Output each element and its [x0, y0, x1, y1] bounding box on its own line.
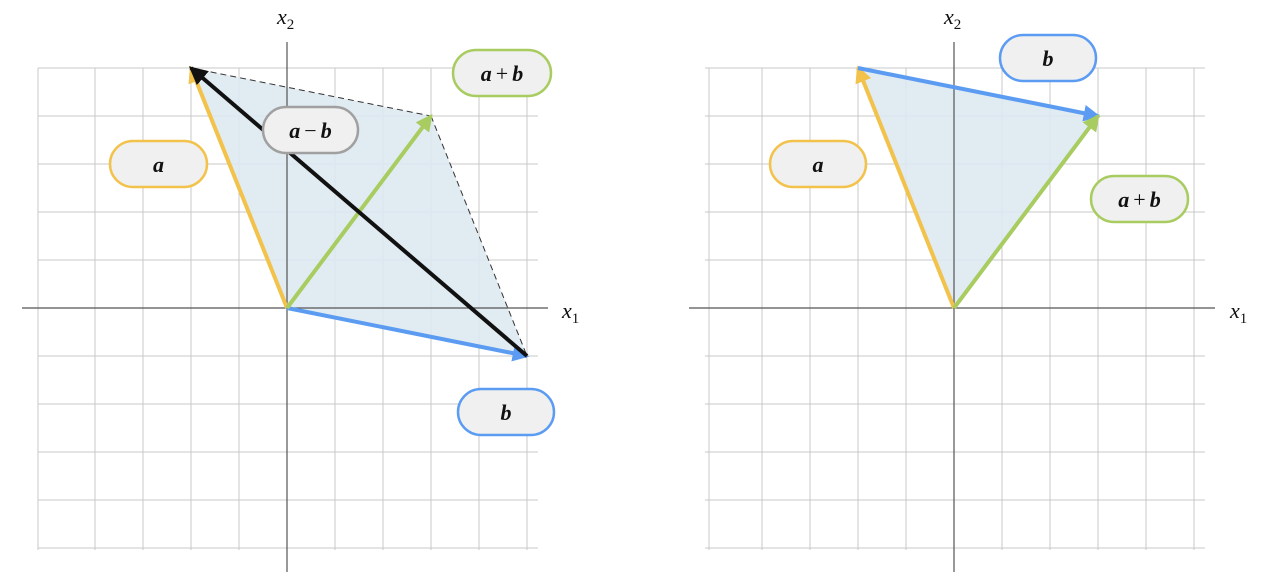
right-x2-axis-label: x2 — [943, 4, 961, 33]
right-x1-axis-label: x1 — [1229, 298, 1247, 327]
right-label-a: a — [768, 139, 868, 189]
right-label-sum: a+b — [1089, 174, 1190, 224]
left-x1-axis-label: x1 — [561, 298, 579, 327]
svg-text:a: a — [153, 152, 164, 177]
svg-text:b: b — [1043, 46, 1054, 71]
left-label-a: a — [108, 139, 209, 189]
left-dashed-edge-right — [430, 115, 528, 357]
left-vector-diff — [188, 66, 529, 358]
right-label-b: b — [998, 33, 1098, 83]
right-panel: x1 x2 a b a+b — [689, 4, 1247, 572]
right-vector-a — [855, 65, 956, 309]
left-x2-axis-label: x2 — [276, 4, 294, 33]
svg-text:a+b: a+b — [481, 61, 523, 86]
svg-text:a: a — [813, 152, 824, 177]
left-vector-b — [286, 306, 530, 362]
right-triangle-fill — [858, 68, 1098, 308]
left-panel: x1 x2 a a−b a+b b — [22, 4, 579, 572]
right-vector-sum — [952, 113, 1100, 310]
left-vector-a — [188, 65, 289, 309]
left-label-sum: a+b — [451, 48, 553, 98]
svg-text:a−b: a−b — [289, 118, 331, 143]
right-vector-b — [857, 66, 1101, 122]
left-dashed-edge-top — [190, 67, 432, 117]
svg-text:a+b: a+b — [1118, 187, 1160, 212]
left-label-diff: a−b — [261, 105, 360, 155]
svg-text:b: b — [501, 400, 512, 425]
left-label-b: b — [456, 387, 556, 437]
